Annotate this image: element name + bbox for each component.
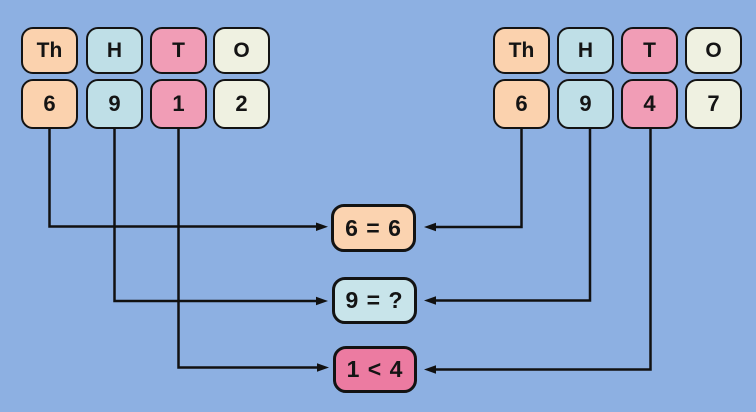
connector-left-hundreds xyxy=(113,127,317,303)
right-digit-thousands-card: 6 xyxy=(493,79,550,129)
comparison-box-thousands: 6 = 6 xyxy=(331,204,416,252)
arrowhead-right-tens-icon xyxy=(424,365,436,374)
connector-right-hundreds xyxy=(435,127,592,302)
comparison-box-tens: 1 < 4 xyxy=(333,346,417,393)
right-header-tens-card: T xyxy=(621,27,678,74)
connector-left-tens xyxy=(177,127,318,369)
right-digit-tens-card: 4 xyxy=(621,79,678,129)
left-digit-tens-card: 1 xyxy=(150,79,207,129)
left-header-thousands-card: Th xyxy=(21,27,78,74)
connector-right-tens xyxy=(435,127,652,371)
left-header-tens-card: T xyxy=(150,27,207,74)
left-digit-ones-card: 2 xyxy=(213,79,270,129)
left-digit-hundreds-card: 9 xyxy=(86,79,143,129)
right-header-hundreds-card: H xyxy=(557,27,614,74)
arrowhead-right-thousands-icon xyxy=(424,222,436,232)
right-header-ones-card: O xyxy=(685,27,742,74)
arrowhead-left-tens-icon xyxy=(317,363,329,372)
left-digit-thousands-card: 6 xyxy=(21,79,78,129)
arrowhead-left-hundreds-icon xyxy=(316,296,328,306)
right-digit-ones-card: 7 xyxy=(685,79,742,129)
connector-left-thousands xyxy=(48,127,317,228)
right-digit-hundreds-card: 9 xyxy=(557,79,614,129)
comparison-box-hundreds: 9 = ? xyxy=(332,277,417,324)
arrowhead-left-thousands-icon xyxy=(316,222,328,231)
left-header-hundreds-card: H xyxy=(86,27,143,74)
left-header-ones-card: O xyxy=(213,27,270,74)
right-header-thousands-card: Th xyxy=(493,27,550,74)
arrowhead-right-hundreds-icon xyxy=(424,296,436,305)
connector-right-thousands xyxy=(435,127,523,229)
